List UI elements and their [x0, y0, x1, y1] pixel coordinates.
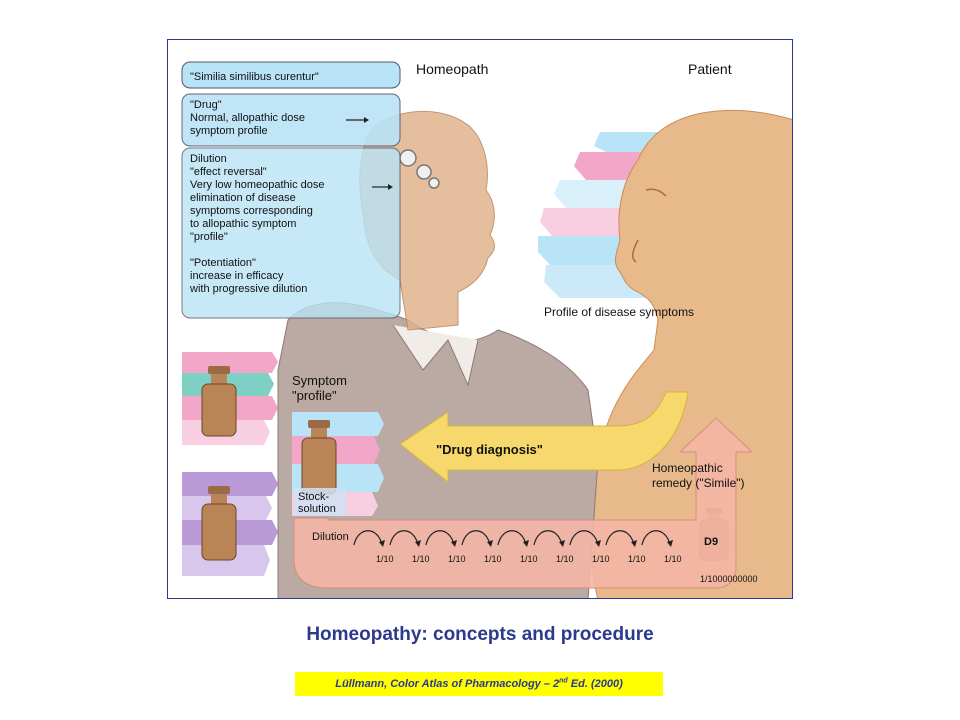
figure-caption: Homeopathy: concepts and procedure	[306, 624, 654, 645]
arrowhead-icon	[595, 540, 601, 547]
dilution-box-line: "Potentiation"	[190, 257, 256, 269]
profile-label: Profile of disease symptoms	[544, 305, 694, 319]
drug-line-2: Normal, allopathic dose	[190, 112, 305, 124]
arrowhead-icon	[379, 540, 385, 547]
dilution-ratio: 1/10	[376, 554, 394, 564]
arrowhead-icon	[559, 540, 565, 547]
dilution-box	[181, 147, 401, 319]
dilution-ratio: 1/10	[556, 554, 574, 564]
final-concentration: 1/1000000000	[700, 574, 758, 584]
arrowhead-icon	[523, 540, 529, 547]
dilution-box-line: Dilution	[190, 153, 227, 165]
drug-box	[181, 93, 401, 147]
stock-solution-line-2: solution	[298, 503, 336, 515]
dilution-loop-arrow	[497, 530, 527, 546]
homeopath-header: Homeopath	[416, 61, 488, 77]
principle-text: "Similia similibus curentur"	[190, 71, 319, 83]
dilution-box-line: elimination of disease	[190, 192, 296, 204]
citation-box: Lüllmann, Color Atlas of Pharmacology – …	[295, 672, 663, 696]
citation-sup: nd	[559, 677, 568, 685]
arrowhead-icon	[667, 540, 673, 547]
dilution-box-line: symptoms corresponding	[190, 205, 313, 217]
bottle-icon-stock	[301, 420, 337, 495]
drug-line-1: "Drug"	[190, 99, 222, 111]
arrowhead-icon	[451, 540, 457, 547]
arrowhead-icon	[487, 540, 493, 547]
dilution-box-line: increase in efficacy	[190, 270, 284, 282]
dilution-ratio: 1/10	[412, 554, 430, 564]
bottle-icon-symptom	[201, 366, 237, 437]
drug-diagnosis-arrow	[399, 391, 689, 484]
dilution-text-block: Dilution"effect reversal"Very low homeop…	[189, 153, 325, 295]
dilution-box-line: Very low homeopathic dose	[190, 179, 325, 191]
dilution-ratio: 1/10	[484, 554, 502, 564]
stock-solution-line-1: Stock-	[298, 491, 330, 503]
dilution-ratio: 1/10	[664, 554, 682, 564]
dilution-box-line: to allopathic symptom	[190, 218, 296, 230]
drug-diagnosis-label: "Drug diagnosis"	[436, 442, 543, 457]
dilution-loop-arrow	[461, 530, 491, 546]
arrowhead-icon	[631, 540, 637, 547]
dilution-path	[293, 417, 754, 589]
dilution-ratio: 1/10	[628, 554, 646, 564]
dilution-loop-arrow	[569, 530, 599, 546]
glasses-icon	[399, 149, 440, 189]
dilution-box-line: with progressive dilution	[189, 283, 307, 295]
dilution-loop-arrow	[353, 530, 383, 546]
dilution-loop-arrow	[425, 530, 455, 546]
symptom-profile-line-1: Symptom	[292, 373, 347, 388]
dilution-ratio: 1/10	[520, 554, 538, 564]
dilution-box-line: "profile"	[190, 231, 228, 243]
dilution-box-line: "effect reversal"	[190, 166, 267, 178]
remedy-line-2: remedy ("Simile")	[652, 476, 745, 490]
dilution-loop-arrow	[641, 530, 671, 546]
dilution-loop-arrow	[533, 530, 563, 546]
principle-box	[181, 61, 401, 89]
dilution-ratios: 1/10 1/10 1/10 1/10 1/10 1/10 1/10 1/10 1/10	[376, 554, 682, 564]
citation-text: Lüllmann, Color Atlas of Pharmacology – …	[335, 678, 560, 690]
remedy-line-1: Homeopathic	[652, 461, 723, 475]
d9-label: D9	[704, 536, 718, 548]
homeopathy-diagram: 1/10 1/10 1/10 1/10 1/10 1/10 1/10 1/10 1/10 Hom…	[167, 39, 793, 599]
dilution-label: Dilution	[312, 531, 349, 543]
dilution-loop-arrow	[389, 530, 419, 546]
patient-header: Patient	[688, 61, 732, 77]
dilution-loop-arrow	[605, 530, 635, 546]
dilution-loops	[353, 530, 673, 547]
bottle-icon-purple	[201, 486, 237, 561]
dilution-ratio: 1/10	[448, 554, 466, 564]
dilution-ratio: 1/10	[592, 554, 610, 564]
citation-text-end: Ed. (2000)	[567, 678, 623, 690]
drug-line-3: symptom profile	[190, 125, 268, 137]
symptom-profile-line-2: "profile"	[292, 388, 337, 403]
arrow-icons	[346, 117, 393, 190]
arrowhead-icon	[415, 540, 421, 547]
